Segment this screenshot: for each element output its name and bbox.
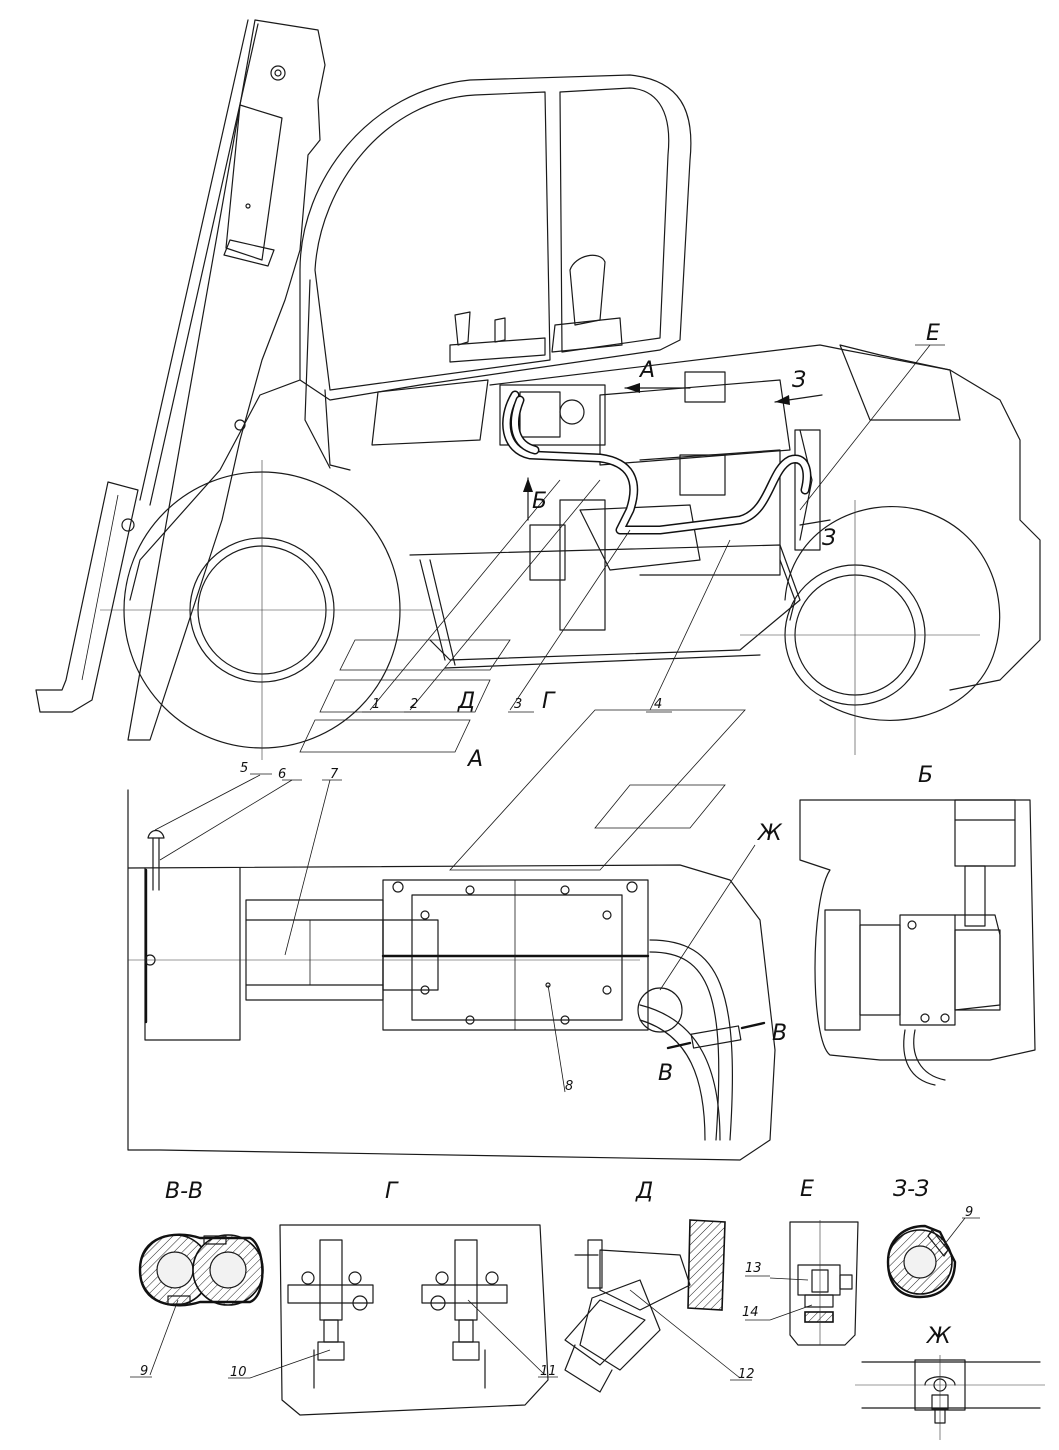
view-b-title: Б (918, 763, 933, 788)
section-zz-title: З-З (893, 1177, 929, 1202)
callout-1: 1 (372, 697, 380, 712)
view-zh-title: Ж (925, 1324, 952, 1349)
callout-2: 2 (410, 697, 418, 712)
view-b: Б (799, 763, 1036, 1086)
mast (127, 19, 326, 741)
heater-hose-line (502, 390, 812, 535)
view-a-title: А (466, 747, 483, 772)
section-vv: В-В 9 (130, 1179, 264, 1379)
cab (299, 74, 692, 471)
section-z-top-marker: З (792, 368, 806, 393)
arrow-a-label: А (638, 358, 655, 383)
view-g: Г 10 11 (228, 1179, 558, 1416)
view-d-marker: Д (457, 689, 475, 714)
direction-arrows (523, 383, 831, 526)
callout-5: 5 (240, 761, 248, 776)
callout-11: 11 (540, 1364, 557, 1379)
callout-9a: 9 (140, 1364, 148, 1379)
callout-12: 12 (738, 1367, 755, 1382)
view-a: А В В Ж (127, 747, 787, 1161)
callout-6: 6 (278, 767, 286, 782)
section-vv-title: В-В (165, 1179, 203, 1204)
front-wheel (100, 460, 440, 760)
view-e-title: Е (800, 1177, 814, 1202)
arrow-b-label: Б (532, 489, 547, 514)
view-d: Д 12 (564, 1179, 755, 1393)
callout-8: 8 (565, 1079, 573, 1094)
callout-10: 10 (230, 1365, 247, 1380)
view-zh-marker: Ж (756, 821, 783, 846)
callout-7: 7 (330, 767, 339, 782)
view-e-marker: Е (926, 321, 940, 346)
view-g-title: Г (385, 1179, 399, 1204)
rear-wheel (740, 500, 1001, 755)
view-zh: Ж (855, 1324, 1045, 1440)
engine-block (499, 371, 821, 631)
callout-9b: 9 (965, 1205, 973, 1220)
view-g-marker: Г (542, 689, 556, 714)
section-v-left-marker: В (658, 1061, 673, 1086)
section-z-bottom-marker: З (822, 526, 836, 551)
section-v-right-marker: В (772, 1021, 787, 1046)
forklift-side-view: А Б Е З З Д Г 1 2 3 4 (35, 19, 1041, 871)
callout-13: 13 (745, 1261, 762, 1276)
fork (35, 481, 139, 713)
callout-3: 3 (514, 697, 522, 712)
body-frame (129, 344, 1041, 691)
section-zz: З-З 9 (886, 1177, 980, 1299)
view-e: Е 13 14 (742, 1177, 859, 1346)
floor-plate-outline (299, 639, 746, 871)
callout-14: 14 (742, 1305, 759, 1320)
callout-4: 4 (654, 697, 662, 712)
view-d-title: Д (635, 1179, 653, 1204)
